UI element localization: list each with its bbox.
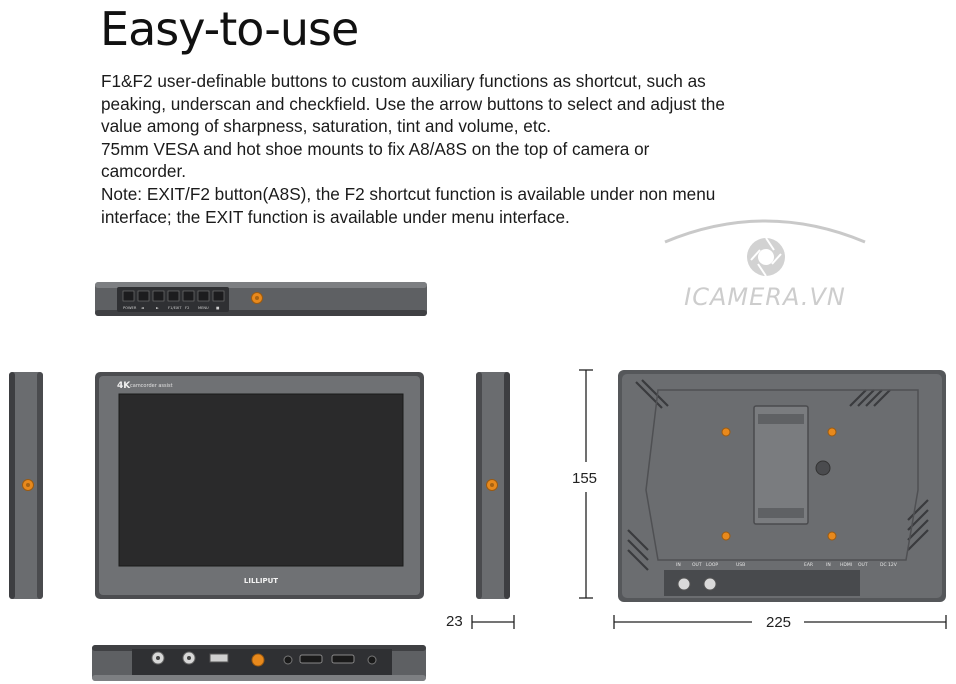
monitor-screen	[118, 393, 404, 567]
page-title: Easy-to-use	[100, 2, 359, 56]
dimension-depth-arrow	[471, 615, 515, 629]
port-label: LOOP	[706, 562, 718, 568]
control-buttons	[122, 290, 225, 302]
button-label: ■	[216, 306, 220, 310]
button-label: POWER	[123, 306, 137, 310]
left-side-view	[9, 372, 43, 599]
knob	[815, 460, 831, 476]
description-line: interface; the EXIT function is availabl…	[101, 206, 570, 227]
description-line: value among of sharpness, saturation, ti…	[101, 116, 551, 137]
button-label: ◄	[141, 306, 144, 310]
port-label: IN	[826, 562, 831, 568]
port-label: USB	[736, 562, 745, 568]
dimension-width: 225	[766, 614, 792, 631]
description-line: camcorder.	[101, 161, 187, 182]
front-view-monitor: 4K camcorder assist LILLIPUT	[95, 372, 424, 599]
description-line: 75mm VESA and hot shoe mounts to fix A8/…	[101, 138, 650, 159]
right-side-view	[476, 372, 510, 599]
brand-label: LILLIPUT	[244, 577, 278, 585]
port-label: HDMI	[840, 562, 852, 568]
vesa-mount-holes	[721, 427, 837, 541]
description-line: F1&F2 user-definable buttons to custom a…	[101, 71, 706, 91]
port-label: DC 12V	[880, 562, 898, 568]
back-view-monitor: IN OUT LOOP USB EAR IN HDMI OUT DC 12V	[618, 370, 946, 602]
resolution-badge: 4K	[117, 381, 131, 391]
feature-description: F1&F2 user-definable buttons to custom a…	[101, 70, 801, 228]
dimension-height-arrow	[579, 369, 593, 599]
hdmi-port	[331, 654, 355, 664]
port-label: EAR	[804, 562, 813, 568]
badge-subtitle: camcorder assist	[130, 383, 173, 389]
description-line: peaking, underscan and checkfield. Use t…	[101, 93, 725, 114]
dimension-depth: 23	[446, 613, 463, 630]
port-label: IN	[676, 562, 681, 568]
usb-port	[209, 653, 229, 663]
description-line: Note: EXIT/F2 button(A8S), the F2 shortc…	[101, 183, 716, 204]
dimension-width-arrow	[613, 615, 947, 629]
watermark-text: ICAMERA.VN	[684, 283, 846, 311]
watermark-logo: ICAMERA.VN	[664, 219, 866, 311]
button-label: F1/EXIT	[168, 306, 182, 310]
hdmi-port	[299, 654, 323, 664]
button-label: F2	[185, 306, 189, 310]
button-label: ►	[156, 306, 159, 310]
port-label: OUT	[858, 562, 868, 568]
sdi-ports	[677, 577, 717, 591]
button-label: MENU	[198, 306, 209, 310]
dimension-height: 155	[572, 470, 598, 487]
top-view-monitor: POWER ◄ ► F1/EXIT F2 MENU ■	[95, 282, 427, 316]
port-label: OUT	[692, 562, 702, 568]
bottom-view-monitor	[92, 645, 426, 681]
mount-hole-orange	[251, 653, 265, 667]
vent-grille	[627, 379, 929, 571]
battery-plate	[753, 405, 809, 525]
